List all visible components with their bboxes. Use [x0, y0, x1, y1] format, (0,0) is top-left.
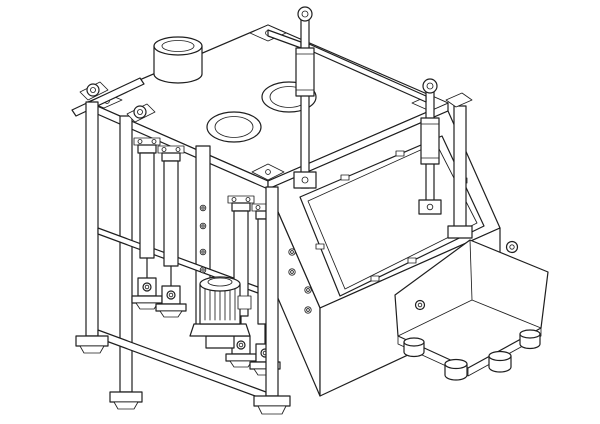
- frame-front-post: [253, 186, 291, 415]
- suspension-front: [267, 6, 427, 189]
- motor-fins: [204, 287, 236, 321]
- motor-fan-cover: [199, 276, 241, 292]
- suspension-right: [418, 78, 473, 239]
- suspension-rod-front: [300, 11, 310, 189]
- lifting-eye-front: [297, 6, 313, 22]
- frame-inner-post: [119, 115, 133, 393]
- access-door: [299, 135, 485, 297]
- machine-feet: [403, 329, 541, 381]
- lifting-eye: [422, 78, 438, 94]
- chute-lifting-lug: [414, 240, 519, 311]
- lifting-eyes: [79, 81, 156, 123]
- panel-bolts: [199, 204, 207, 274]
- suspension-channel: [453, 105, 467, 231]
- discharge-chute: [394, 239, 549, 381]
- frame-left-post: [85, 101, 99, 337]
- rocker-cylinder-1: [131, 137, 163, 310]
- drive-motor: [189, 276, 252, 349]
- inlet-spout: [153, 36, 203, 84]
- machine-drawing: [71, 6, 549, 415]
- housing-bolts: [288, 248, 312, 314]
- motor-terminal-box: [237, 295, 252, 310]
- inspection-port: [206, 111, 262, 143]
- rocker-cylinder-2: [155, 145, 187, 318]
